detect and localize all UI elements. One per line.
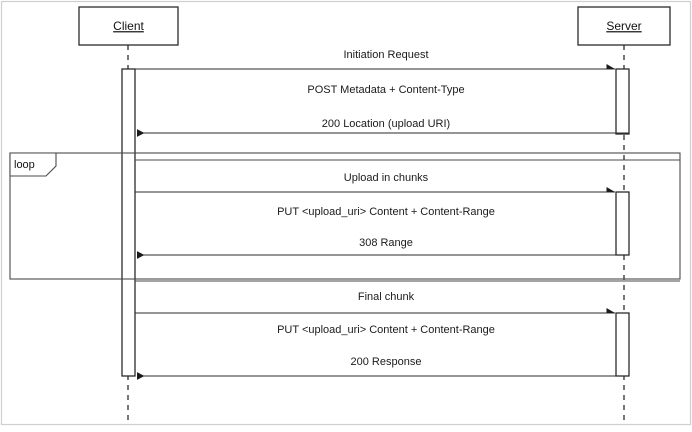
combined-fragment-loop-box [9, 152, 681, 280]
participant-client[interactable]: Client [78, 6, 179, 46]
message-label-200-location: 200 Location (upload URI) [322, 118, 450, 130]
participant-server[interactable]: Server [577, 6, 671, 46]
message-label-put-chunk: PUT <upload_uri> Content + Content-Range [277, 206, 495, 218]
combined-fragment-loop-tab [9, 152, 57, 177]
section-header-initiation: Initiation Request [344, 49, 429, 61]
activation-bar-server-initiation [615, 68, 630, 135]
section-header-upload-in-chunks: Upload in chunks [344, 172, 429, 184]
participant-server-label: Server [606, 19, 641, 33]
participant-server-box [577, 6, 671, 46]
message-label-post-metadata: POST Metadata + Content-Type [307, 84, 464, 96]
activation-bar-client [121, 68, 136, 377]
combined-fragment-loop: loop [9, 152, 681, 280]
activation-bar-server-chunk [615, 191, 630, 256]
message-label-200-response: 200 Response [351, 356, 422, 368]
message-label-put-final: PUT <upload_uri> Content + Content-Range [277, 324, 495, 336]
participant-client-box [78, 6, 179, 46]
activation-bar-server-final [615, 312, 630, 377]
section-header-final-chunk: Final chunk [358, 291, 415, 303]
combined-fragment-loop-label: loop [14, 159, 35, 171]
participant-client-label: Client [113, 19, 144, 33]
message-label-308-range: 308 Range [359, 237, 413, 249]
